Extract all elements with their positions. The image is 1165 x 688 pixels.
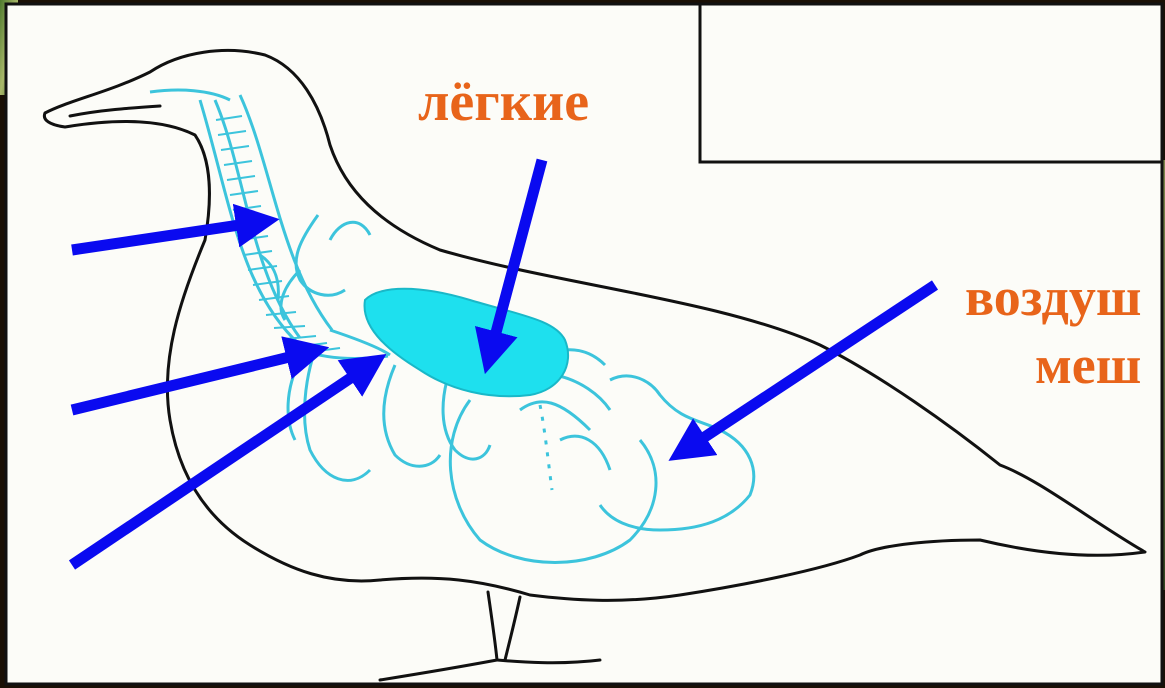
label-air-sacs-line2: меш	[1035, 338, 1141, 392]
label-air-sacs-line1: воздуш	[965, 270, 1141, 324]
label-lungs: лёгкие	[418, 74, 589, 130]
